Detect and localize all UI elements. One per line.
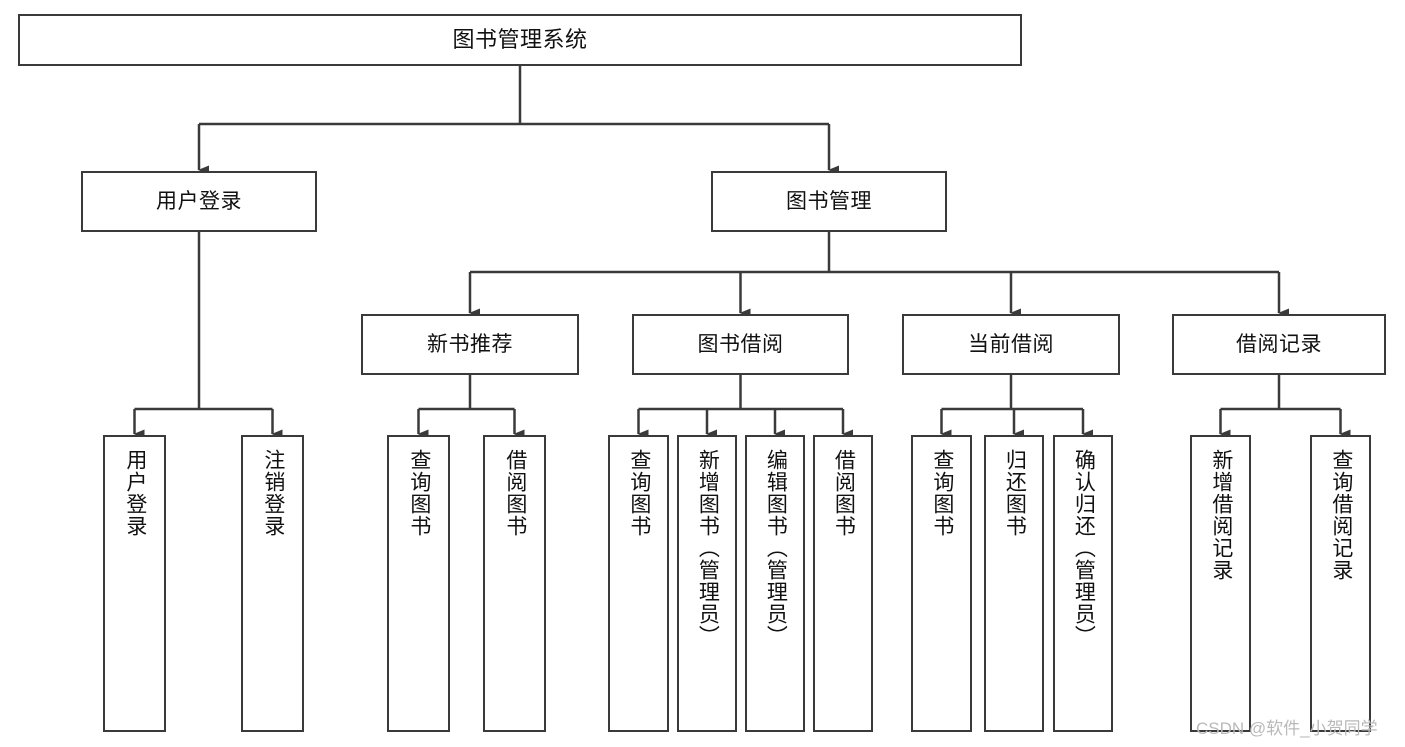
node-label: 查询图书 — [407, 449, 431, 537]
node-leaf-bb-lend[interactable]: 借阅图书 — [813, 435, 873, 732]
node-label: 查询图书 — [627, 449, 651, 537]
node-leaf-rec-borrow[interactable]: 借阅图书 — [483, 435, 546, 732]
node-leaf-cb-return[interactable]: 归还图书 — [984, 435, 1044, 732]
node-label: 查询借阅记录 — [1329, 449, 1353, 581]
node-root[interactable]: 图书管理系统 — [18, 14, 1022, 66]
node-current-borrow[interactable]: 当前借阅 — [902, 314, 1120, 375]
node-label: 编辑图书（管理员） — [764, 449, 788, 647]
node-label: 图书借阅 — [697, 332, 784, 356]
node-label: 用户登录 — [156, 189, 242, 213]
node-label: 注销登录 — [261, 449, 285, 537]
node-label: 归还图书 — [1003, 449, 1027, 537]
node-user-login[interactable]: 用户登录 — [81, 171, 317, 232]
node-label: 查询图书 — [930, 449, 954, 537]
node-leaf-br-add[interactable]: 新增借阅记录 — [1190, 435, 1251, 732]
node-label: 新书推荐 — [427, 332, 513, 356]
node-label: 确认归还（管理员） — [1072, 449, 1096, 647]
node-label: 新增图书（管理员） — [696, 449, 720, 647]
node-leaf-rec-query[interactable]: 查询图书 — [387, 435, 450, 732]
tree-connectors — [133, 66, 1351, 439]
node-new-book-rec[interactable]: 新书推荐 — [361, 314, 579, 375]
node-leaf-user-login[interactable]: 用户登录 — [103, 435, 166, 732]
node-label: 当前借阅 — [968, 332, 1054, 356]
node-leaf-cb-confirm[interactable]: 确认归还（管理员） — [1053, 435, 1113, 732]
node-borrow-record[interactable]: 借阅记录 — [1172, 314, 1386, 375]
node-book-manage[interactable]: 图书管理 — [711, 171, 947, 232]
node-leaf-bb-query[interactable]: 查询图书 — [608, 435, 669, 732]
node-leaf-bb-add[interactable]: 新增图书（管理员） — [677, 435, 737, 732]
node-leaf-cb-query[interactable]: 查询图书 — [911, 435, 972, 732]
node-label: 借阅图书 — [503, 449, 527, 537]
node-leaf-br-query[interactable]: 查询借阅记录 — [1310, 435, 1371, 732]
node-label: 新增借阅记录 — [1209, 449, 1233, 581]
node-leaf-logout[interactable]: 注销登录 — [241, 435, 304, 732]
node-label: 借阅记录 — [1236, 332, 1322, 356]
node-label: 图书管理 — [786, 189, 872, 213]
node-label: 图书管理系统 — [452, 26, 588, 52]
node-label: 借阅图书 — [832, 449, 856, 537]
node-book-borrow[interactable]: 图书借阅 — [632, 314, 849, 375]
node-label: 用户登录 — [123, 449, 147, 537]
node-leaf-bb-edit[interactable]: 编辑图书（管理员） — [745, 435, 805, 732]
